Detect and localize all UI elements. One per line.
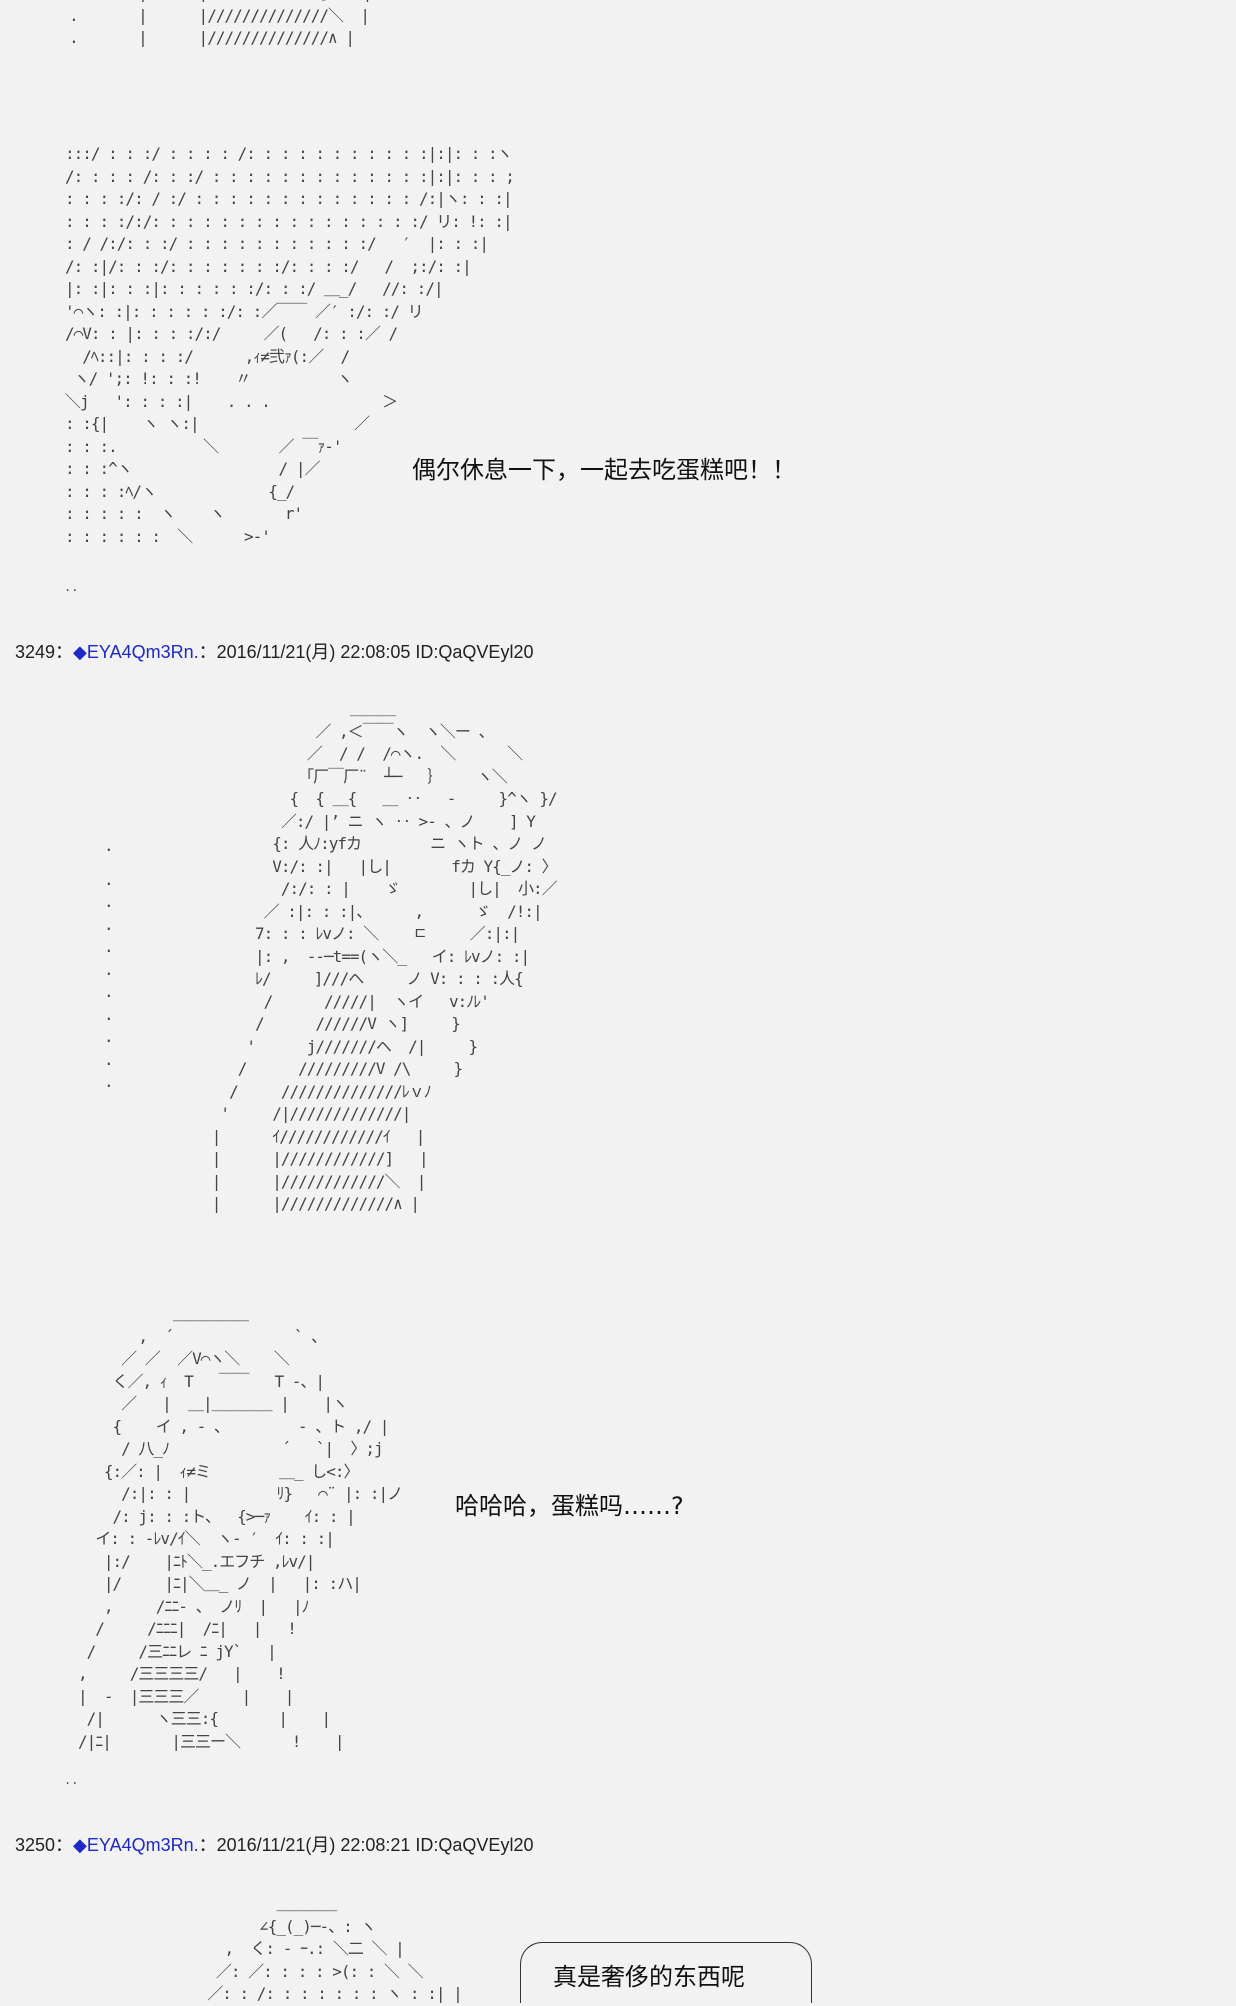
post-separator: ： xyxy=(55,1835,74,1855)
post-number: 3250 xyxy=(15,1835,56,1855)
ascii-art-panel-2-edge: . . . . . . . . . . . xyxy=(104,836,114,1092)
post-header-3250: 3250：◆EYA4Qm3Rn.：2016/11/21(月) 22:08:21 … xyxy=(15,1831,533,1857)
post-colon: ： xyxy=(198,642,217,662)
separator-dots: .. xyxy=(64,1773,79,1787)
separator-dots: .. xyxy=(64,580,79,594)
trip-diamond-icon: ◆ xyxy=(73,1835,87,1855)
ascii-art-panel-4: ＿＿＿＿ ∠{_(_)─-、: ヽ , く: ‐ ｰ.: ＼二 ＼ | ／: ／… xyxy=(207,1894,462,2003)
trip-diamond-icon: ◆ xyxy=(73,642,87,662)
ascii-art-panel-3: ＿＿＿＿＿ , ´ ` 、 ／ ／ ／V⌒ヽ＼ ＼ く／, ｨ T ￣￣ T ‐… xyxy=(78,1304,403,1751)
post-datetime: 2016/11/21(月) 22:08:05 ID:QaQVEyl20 xyxy=(216,642,534,662)
speech-text-2: 哈哈哈，蛋糕吗……? xyxy=(455,1492,684,1520)
ascii-art-fragment: . | |/////////////] | . | |/////////////… xyxy=(69,0,372,47)
ascii-art-panel-1: :::/ : : :/ : : : : /: : : : : : : : : :… xyxy=(65,144,515,546)
post-number: 3249 xyxy=(15,642,56,662)
speech-bubble: 真是奢侈的东西呢 xyxy=(520,1942,812,2003)
post-header-3249: 3249：◆EYA4Qm3Rn.：2016/11/21(月) 22:08:05 … xyxy=(15,638,533,664)
ascii-art-panel-2: ＿＿＿ ／ ,＜￣￣ヽ ヽ＼ー 、 ／ / / /⌒ヽ. ＼ ＼ 「厂￣厂¨ ┴… xyxy=(211,699,558,1213)
post-colon: ： xyxy=(198,1835,217,1855)
poster-name-link[interactable]: EYA4Qm3Rn. xyxy=(86,1835,199,1855)
speech-text-3: 真是奢侈的东西呢 xyxy=(553,1963,745,1991)
post-datetime: 2016/11/21(月) 22:08:21 ID:QaQVEyl20 xyxy=(216,1835,534,1855)
speech-text-1: 偶尔休息一下，一起去吃蛋糕吧！！ xyxy=(412,456,796,484)
post-separator: ： xyxy=(55,642,74,662)
poster-name-link[interactable]: EYA4Qm3Rn. xyxy=(86,642,199,662)
